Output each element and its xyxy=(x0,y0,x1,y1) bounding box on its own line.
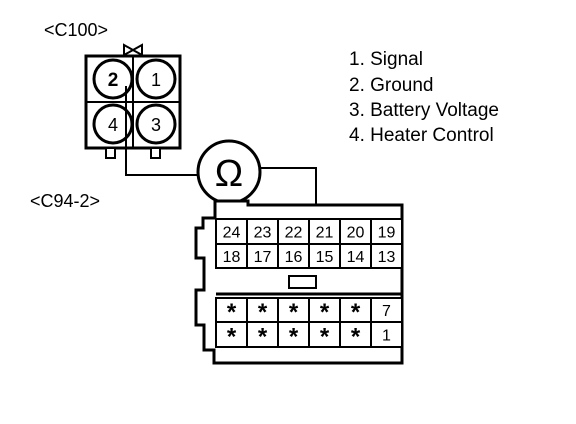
c94-2-pin-label: 24 xyxy=(223,225,241,242)
c94-2-pin-cell xyxy=(339,321,372,348)
c94-2-pin-cell xyxy=(308,218,341,245)
c94-2-pin-label: 20 xyxy=(347,225,365,242)
c94-2-pin-label: * xyxy=(320,299,330,326)
c94-2-pin-cell xyxy=(370,321,403,348)
c94-2-pin-label: * xyxy=(227,299,237,326)
c100-pin-3 xyxy=(135,103,177,145)
c94-2-pin-label: * xyxy=(258,299,268,326)
c94-2-pin-cell xyxy=(370,297,403,323)
c94-2-pin-label: 22 xyxy=(285,225,303,242)
c100-pin-label: 3 xyxy=(151,115,161,135)
c100-pin-label: 1 xyxy=(151,70,161,90)
c100-pin-label: 4 xyxy=(108,115,118,135)
c94-2-pin-label: 1 xyxy=(382,328,391,345)
c94-2-pin-label: 18 xyxy=(223,249,241,266)
c100-connector: 2 1 4 3 xyxy=(84,43,182,159)
c94-2-label: <C94-2> xyxy=(30,191,101,211)
c94-2-pin-cell xyxy=(370,218,403,245)
c94-2-pin-cell xyxy=(308,243,341,269)
c94-2-pin-label: 13 xyxy=(378,249,396,266)
c100-pin-4 xyxy=(92,103,134,145)
c94-2-pin-label: 16 xyxy=(285,249,303,266)
c94-2-pin-label: * xyxy=(258,324,268,351)
c100-foot-right xyxy=(150,147,161,159)
legend-item-battery-voltage: 3. Battery Voltage xyxy=(349,100,499,121)
c94-2-pin-label: * xyxy=(289,299,299,326)
c94-2-pin-label: 17 xyxy=(254,249,272,266)
c94-2-pin-label: 14 xyxy=(347,249,365,266)
c94-2-pin-cell xyxy=(370,243,403,269)
c100-pin-label: 2 xyxy=(108,70,119,91)
legend-item-ground: 2. Ground xyxy=(349,75,434,96)
c94-2-pin-label: 15 xyxy=(316,249,334,266)
c94-2-key-slot xyxy=(288,275,317,289)
c100-latch xyxy=(123,43,143,57)
c94-2-pin-label: 23 xyxy=(254,225,272,242)
c94-2-pin-label: 19 xyxy=(378,225,396,242)
c100-pin-2 xyxy=(92,58,134,100)
c94-2-pin-cell xyxy=(277,218,310,245)
c94-2-pin-label: * xyxy=(351,324,361,351)
c94-2-pin-cell xyxy=(215,218,248,245)
c94-2-pin-label: * xyxy=(351,299,361,326)
lead-to-c100-pin-2 xyxy=(125,86,198,176)
c94-2-pin-label: * xyxy=(227,324,237,351)
c100-foot-left xyxy=(105,147,116,159)
c94-2-pin-cell xyxy=(308,297,341,323)
c94-2-pin-cell xyxy=(277,321,310,348)
c100-pin-1 xyxy=(135,58,177,100)
c94-2-pin-label: * xyxy=(289,324,299,351)
c94-2-pin-cell xyxy=(308,321,341,348)
c100-label: <C100> xyxy=(44,20,109,40)
c94-2-pin-label: 21 xyxy=(316,225,334,242)
ohm-symbol: Ω xyxy=(215,153,243,195)
legend-item-signal: 1. Signal xyxy=(349,49,423,70)
c94-2-pin-label: 7 xyxy=(382,303,391,320)
legend-item-heater-control: 4. Heater Control xyxy=(349,125,494,146)
ohmmeter: Ω xyxy=(196,139,262,205)
c94-2-pin-cell xyxy=(215,321,248,348)
c94-2-pin-label: * xyxy=(320,324,330,351)
